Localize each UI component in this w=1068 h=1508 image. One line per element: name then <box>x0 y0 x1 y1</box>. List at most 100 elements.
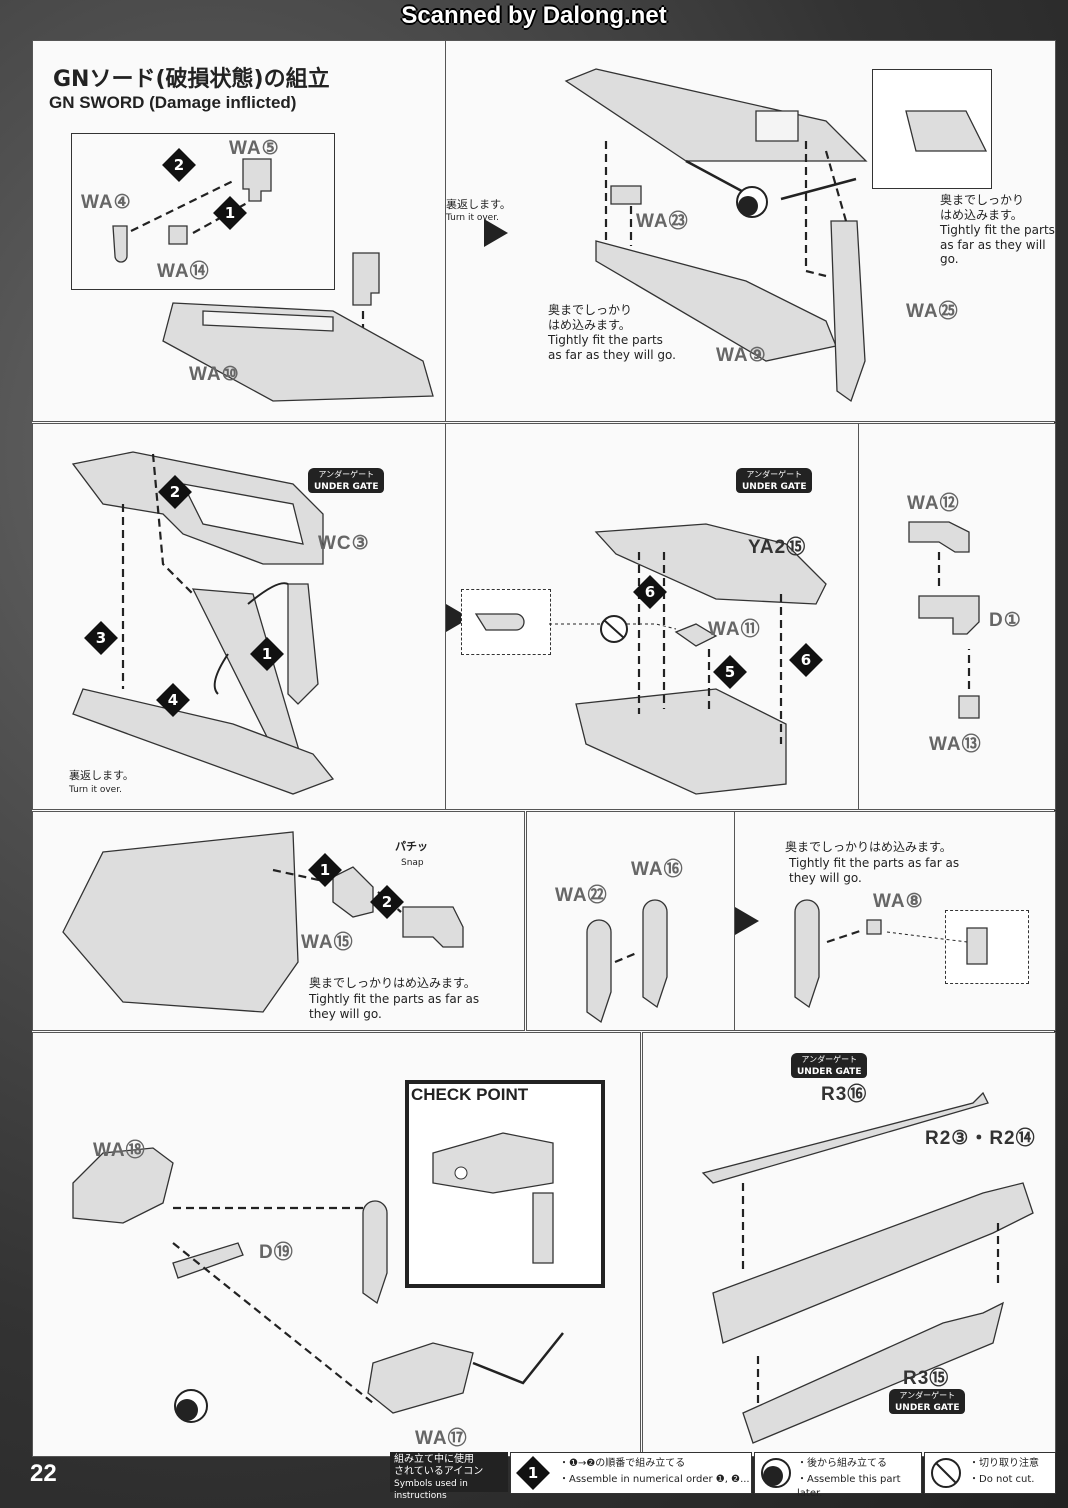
step-2-marker: 2 <box>370 885 404 919</box>
title-jp: GNソード(破損状態)の組立 <box>53 67 330 92</box>
part-label: WA㉓ <box>636 211 689 232</box>
panel-5-drawing <box>908 521 980 719</box>
legend-item-numerical: 1 ・❶→❷の順番で組み立てる ・Assemble in numerical o… <box>510 1452 752 1494</box>
fit-note-en2: as far as they will go. <box>548 348 676 362</box>
legend-text-jp: ・後から組み立てる <box>797 1458 887 1469</box>
panel-6-drawing <box>62 831 464 1013</box>
legend-text-jp: ・切り取り注意 <box>969 1458 1039 1469</box>
check-point-title: CHECK POINT <box>411 1085 529 1104</box>
panel-9-drawing <box>72 1132 564 1423</box>
assemble-later-icon <box>761 1458 791 1488</box>
turn-over-en: Turn it over. <box>446 213 499 223</box>
step-1-marker: 1 <box>213 196 247 230</box>
numbered-step-icon: 1 <box>516 1456 550 1490</box>
part-label: WA⑭ <box>157 261 210 282</box>
part-label: WA⑯ <box>631 859 684 880</box>
part-label: R2③・R2⑭ <box>925 1128 1036 1149</box>
fit-note-en: they will go. <box>309 1007 382 1021</box>
part-label: WA㉕ <box>906 301 959 322</box>
panel-2: 裏返します。 Turn it over. WA㉓ WA㉕ WA⑨ 奥までしっかり… <box>445 40 1056 422</box>
part-label: WA㉒ <box>555 885 608 906</box>
do-not-cut-icon <box>931 1458 961 1488</box>
step-4-marker: 4 <box>156 683 190 717</box>
legend-item-later: ・後から組み立てる ・Assemble this part later. <box>754 1452 922 1499</box>
fit-note-jp: 奥までしっかり <box>940 193 1025 207</box>
part-label: WA⑰ <box>415 1428 468 1449</box>
panel-4-drawing <box>474 523 827 795</box>
fit-note-en2: as far as they will go. <box>940 238 1046 266</box>
turn-arrow-icon <box>735 907 759 935</box>
title-en: GN SWORD (Damage inflicted) <box>49 93 297 112</box>
part-label: WA⑪ <box>708 619 761 640</box>
part-label: D① <box>989 610 1022 631</box>
legend-item-do-not-cut: ・切り取り注意 ・Do not cut. <box>924 1452 1056 1494</box>
part-label: WA⑨ <box>716 345 767 366</box>
panel-1-drawing <box>112 158 434 402</box>
step-6-marker: 6 <box>633 575 667 609</box>
panel-7-drawing <box>586 899 668 1024</box>
legend-text-en: ・Assemble this part later. <box>797 1474 901 1499</box>
panel-8-drawing <box>794 899 988 1009</box>
step-6-marker: 6 <box>789 643 823 677</box>
panel-5: WA⑫ D① WA⑬ <box>858 423 1056 810</box>
fit-note-en1: Tightly fit the parts <box>940 223 1055 237</box>
part-label: WA④ <box>81 192 132 213</box>
panel-6: 1 2 パチッ Snap WA⑮ 奥までしっかりはめ込みます。 Tightly … <box>32 811 525 1031</box>
sub-assembly-box <box>71 133 335 290</box>
fit-note-jp2: はめ込みます。 <box>940 208 1023 222</box>
part-label: WA⑫ <box>907 493 960 514</box>
part-label: D⑲ <box>259 1242 294 1263</box>
fit-note-jp: 奥までしっかりはめ込みます。 <box>309 976 476 990</box>
panel-9: CHECK POINT WA⑱ D⑲ WA⑰ <box>32 1032 641 1457</box>
panel-8: 奥までしっかりはめ込みます。 Tightly fit the parts as … <box>734 811 1056 1031</box>
panel-1: GNソード(破損状態)の組立 GN SWORD (Damage inflicte… <box>32 40 447 422</box>
page-number: 22 <box>30 1460 57 1487</box>
part-label: WA⑱ <box>93 1140 146 1161</box>
step-1-marker: 1 <box>308 853 342 887</box>
gate-detail-box <box>461 589 551 655</box>
part-label: WC③ <box>318 533 370 554</box>
fit-note-en: Tightly fit the parts as far as <box>309 992 480 1006</box>
turn-over-jp: 裏返します。 <box>446 198 511 211</box>
snap-en: Snap <box>401 858 424 868</box>
instruction-sheet: GNソード(破損状態)の組立 GN SWORD (Damage inflicte… <box>32 40 1056 1457</box>
fit-note-en1: Tightly fit the parts <box>548 333 663 347</box>
fit-note-jp2: はめ込みます。 <box>548 318 631 332</box>
part-label: R3⑮ <box>903 1368 950 1389</box>
part-label: WA⑮ <box>301 932 354 953</box>
part-label: WA⑩ <box>189 364 240 385</box>
step-5-marker: 5 <box>713 655 747 689</box>
step-2-marker: 2 <box>162 148 196 182</box>
snap-jp: パチッ <box>395 840 428 853</box>
legend-text-en: ・Do not cut. <box>969 1474 1035 1485</box>
panel-2-drawing <box>564 68 988 403</box>
fit-note-en: Tightly fit the parts as far as <box>789 856 960 870</box>
panel-7: WA㉒ WA⑯ <box>526 811 736 1031</box>
panel-10-drawing <box>701 1091 1034 1444</box>
step-2-marker: 2 <box>158 475 192 509</box>
part-label: WA⑧ <box>873 891 924 912</box>
turn-over-jp: 裏返します。 <box>69 769 134 782</box>
legend-text-en: ・Assemble in numerical order ❶, ❷... <box>559 1474 750 1485</box>
fit-note-jp: 奥までしっかりはめ込みます。 <box>785 840 952 854</box>
panel-3-drawing <box>71 451 335 795</box>
legend-text-jp: ・❶→❷の順番で組み立てる <box>559 1458 686 1469</box>
legend-title: 組み立て中に使用 されているアイコン Symbols used in instr… <box>390 1452 508 1501</box>
watermark: Scanned by Dalong.net <box>401 2 667 29</box>
turn-arrow-icon <box>484 219 508 247</box>
fit-note-en: they will go. <box>789 871 862 885</box>
turn-arrow-icon <box>446 604 470 632</box>
step-3-marker: 3 <box>84 621 118 655</box>
part-label: WA⑬ <box>929 734 982 755</box>
step-1-marker: 1 <box>250 637 284 671</box>
turn-over-en: Turn it over. <box>69 785 122 795</box>
part-label: YA2⑮ <box>748 537 807 558</box>
part-label: WA⑤ <box>229 138 280 159</box>
